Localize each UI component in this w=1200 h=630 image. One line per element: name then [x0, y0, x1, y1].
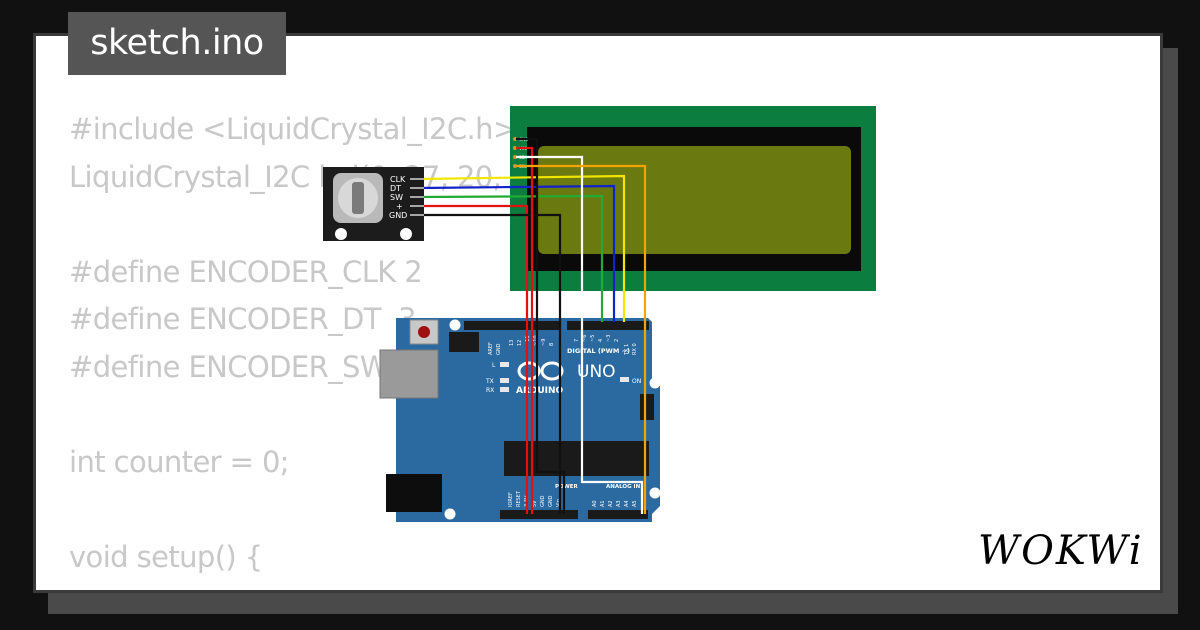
usb-port [379, 349, 439, 399]
pin-label: RX 0 [632, 343, 638, 355]
pin-label: 7 [574, 339, 580, 342]
icsp-header [449, 332, 479, 352]
l-led-label: L [492, 362, 496, 369]
rx-led-label: RX [486, 387, 494, 394]
encoder-pin-label: + [396, 202, 403, 211]
wire-lcd-vcc[interactable] [516, 146, 534, 514]
analog-label: ANALOG IN [606, 484, 641, 490]
pin-label: GND [540, 495, 546, 507]
code-line-4: #define ENCODER_CLK 2 [69, 254, 423, 289]
pin-label: 4 [598, 339, 604, 342]
l-led [500, 362, 509, 367]
pin-label: GND [548, 495, 554, 507]
pin-label: ~6 [582, 335, 588, 342]
pin-label: IOREF [508, 492, 514, 507]
pin-label: TX 1 [624, 344, 630, 356]
code-line-5: #define ENCODER_DT 3 [69, 302, 417, 336]
arduino-uno[interactable]: AREF GND 13 12 ~11 ~10 ~9 8 7 ~6 ~5 4 ~3… [379, 318, 661, 522]
arduino-infinity-icon [517, 361, 564, 381]
pin-label: A5 [632, 500, 638, 507]
code-line-11: // Initialize LCD [69, 581, 548, 590]
reset-button-cap[interactable] [418, 326, 430, 338]
on-led-label: ON [632, 378, 641, 385]
on-led [620, 377, 629, 382]
board-model: UNO [577, 362, 616, 382]
pin-label: ~3 [606, 335, 612, 342]
encoder-pin-label: CLK [390, 175, 406, 184]
mount-hole [449, 319, 461, 331]
analog-header [588, 510, 648, 519]
digital-header-right [567, 321, 649, 330]
wokwi-logo: WOKWi [978, 528, 1144, 574]
wire-dt[interactable] [419, 184, 616, 322]
power-jack [386, 474, 442, 512]
pin-label: A0 [592, 500, 598, 507]
encoder-shaft [352, 182, 364, 214]
mount-hole [649, 377, 661, 389]
pin-label: RESET [516, 490, 522, 507]
mount-hole [335, 228, 347, 240]
file-tab-title[interactable]: sketch.ino [68, 12, 286, 75]
icsp-header-2 [640, 394, 654, 420]
encoder-pin-label: GND [389, 211, 407, 220]
wire-lcd-sda[interactable] [516, 155, 644, 514]
mount-hole [400, 228, 412, 240]
wires [419, 137, 647, 514]
digital-header-left [464, 321, 559, 330]
pin-label: 13 [509, 340, 515, 346]
lcd-screen [538, 146, 851, 254]
encoder-pins [410, 178, 424, 216]
rotary-encoder[interactable]: CLK DT SW + GND [323, 167, 424, 241]
board-brand: ARDUINO [516, 386, 564, 396]
wire-lcd-scl[interactable] [516, 164, 647, 514]
tx-led-label: TX [485, 378, 494, 385]
wire-lcd-gnd[interactable] [516, 137, 566, 514]
mount-hole [649, 487, 661, 499]
mount-hole [444, 508, 456, 520]
pin-label: A4 [624, 500, 630, 507]
code-line-1: #include <LiquidCrystal_I2C.h> [69, 112, 517, 146]
power-label: POWER [555, 484, 579, 490]
code-line-10: void setup() { [69, 539, 263, 574]
pin-label: GND [496, 343, 502, 355]
wire-encoder-vcc[interactable] [420, 204, 529, 514]
pin-label: ~9 [541, 339, 547, 346]
digital-label: DIGITAL (PWM ~) [567, 347, 630, 355]
pin-label: AREF [488, 342, 494, 355]
pin-label: 12 [517, 340, 523, 346]
pin-label: A2 [608, 500, 614, 507]
pin-label: 5V [532, 500, 538, 507]
pin-label: A1 [600, 500, 606, 507]
tx-led [500, 378, 509, 383]
encoder-pin-label: DT [390, 184, 401, 193]
pin-label: 8 [549, 343, 555, 346]
rx-led [500, 387, 509, 392]
wire-clk[interactable] [419, 174, 626, 322]
lcd-module[interactable]: GND VCC SDA SCL [510, 106, 876, 291]
code-line-8: int counter = 0; [69, 444, 290, 479]
pin-label: ~5 [590, 335, 596, 342]
wire-sw[interactable] [419, 194, 604, 322]
pin-label: A3 [616, 500, 622, 507]
pin-label: 2 [614, 339, 620, 342]
wire-encoder-gnd[interactable] [420, 213, 562, 514]
encoder-pin-label: SW [390, 193, 403, 202]
atmega-chip [504, 441, 649, 476]
power-header [500, 510, 578, 519]
